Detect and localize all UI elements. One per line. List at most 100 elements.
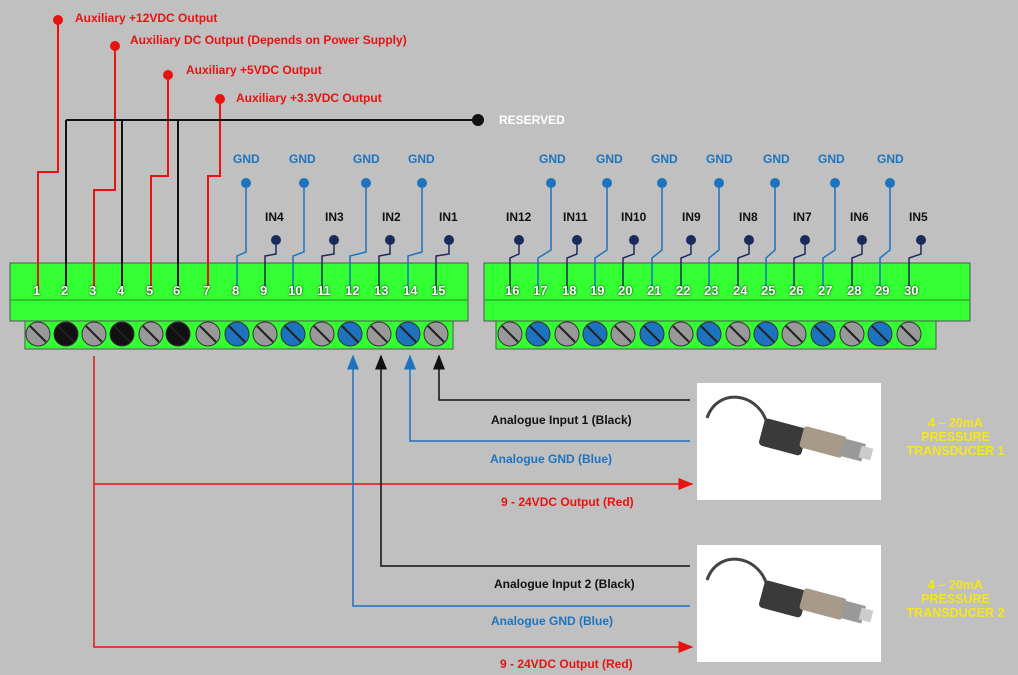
input-terminal-dot — [385, 235, 395, 245]
input-terminal-dot — [686, 235, 696, 245]
input-label-in4: IN4 — [265, 210, 284, 224]
input-label-in5: IN5 — [909, 210, 928, 224]
terminal-screw-6 — [165, 321, 191, 347]
aux-dc-label: Auxiliary DC Output (Depends on Power Su… — [130, 33, 407, 47]
analogue-input-1-label: Analogue Input 1 (Black) — [491, 413, 632, 427]
pin-number-2: 2 — [61, 283, 69, 298]
wire-sensor1-gnd — [404, 354, 690, 442]
pin-number-25: 25 — [761, 283, 776, 298]
input-label-in2: IN2 — [382, 210, 401, 224]
gnd-label: GND — [818, 152, 845, 166]
gnd-terminal-dot — [417, 178, 427, 188]
terminal-screw-19 — [582, 321, 608, 347]
pin-number-13: 13 — [374, 283, 389, 298]
power-output-2-label: 9 - 24VDC Output (Red) — [500, 657, 633, 671]
input-terminal-dot — [629, 235, 639, 245]
input-terminal-dot — [271, 235, 281, 245]
terminal-screw-17 — [525, 321, 551, 347]
terminal-screw-9 — [252, 321, 278, 347]
analogue-input-2-label: Analogue Input 2 (Black) — [494, 577, 635, 591]
wire-input-left-2 — [321, 240, 335, 290]
gnd-terminal-dot — [714, 178, 724, 188]
wire-input-right-4 — [680, 240, 692, 290]
wire-aux-5v — [150, 75, 169, 290]
transducer-2-title-line3: TRANSDUCER 2 — [906, 606, 1005, 620]
pin-number-7: 7 — [203, 283, 211, 298]
terminal-screw-5 — [138, 321, 164, 347]
input-terminal-dot — [444, 235, 454, 245]
wire-gnd-left-3 — [349, 183, 367, 290]
reserved-terminal-dot — [472, 114, 484, 126]
terminal-screw-21 — [639, 321, 665, 347]
terminal-screw-4 — [109, 321, 135, 347]
gnd-label: GND — [596, 152, 623, 166]
pin-number-3: 3 — [89, 283, 97, 298]
transducer-1-title: 4 – 20mA PRESSURE TRANSDUCER 1 — [893, 416, 1018, 458]
input-terminal-dot — [572, 235, 582, 245]
terminal-screw-13 — [366, 321, 392, 347]
terminal-block-right-body — [483, 262, 971, 322]
gnd-label: GND — [408, 152, 435, 166]
terminal-screw-26 — [781, 321, 807, 347]
pin-number-24: 24 — [733, 283, 748, 298]
wire-gnd-left-2 — [292, 183, 305, 290]
pin-number-22: 22 — [676, 283, 691, 298]
input-label-in7: IN7 — [793, 210, 812, 224]
terminal-screw-3 — [81, 321, 107, 347]
aux-5v-terminal-dot — [163, 70, 173, 80]
terminal-screw-28 — [839, 321, 865, 347]
terminal-screw-24 — [725, 321, 751, 347]
terminal-screw-15 — [423, 321, 449, 347]
wire-gnd-left-1 — [236, 183, 247, 290]
transducer-2-title-line2: PRESSURE — [921, 592, 990, 606]
pin-number-5: 5 — [146, 283, 154, 298]
aux-5v-label: Auxiliary +5VDC Output — [186, 63, 322, 77]
wire-aux-dc — [93, 46, 116, 290]
gnd-label: GND — [353, 152, 380, 166]
transducer-1-title-line3: TRANSDUCER 1 — [906, 444, 1005, 458]
gnd-terminal-dot — [885, 178, 895, 188]
pin-number-30: 30 — [904, 283, 919, 298]
wire-gnd-right-7 — [879, 183, 891, 290]
wire-gnd-right-5 — [765, 183, 776, 290]
terminal-screw-20 — [610, 321, 636, 347]
gnd-terminal-dot — [602, 178, 612, 188]
reserved-label: RESERVED — [499, 113, 565, 127]
pin-number-8: 8 — [232, 283, 240, 298]
input-terminal-dot — [329, 235, 339, 245]
pin-number-10: 10 — [288, 283, 303, 298]
pin-number-29: 29 — [875, 283, 890, 298]
input-terminal-dot — [744, 235, 754, 245]
transducer-2-title-line1: 4 – 20mA — [928, 578, 983, 592]
wire-input-right-5 — [737, 240, 750, 290]
transducer-icon — [705, 557, 874, 624]
pin-number-4: 4 — [117, 283, 125, 298]
pin-number-15: 15 — [431, 283, 446, 298]
terminal-screw-22 — [668, 321, 694, 347]
pin-number-20: 20 — [618, 283, 633, 298]
wire-input-right-6 — [793, 240, 806, 290]
input-label-in6: IN6 — [850, 210, 869, 224]
gnd-label: GND — [539, 152, 566, 166]
wire-gnd-right-2 — [594, 183, 608, 290]
gnd-label: GND — [706, 152, 733, 166]
wire-input-left-3 — [378, 240, 391, 290]
pin-number-21: 21 — [647, 283, 662, 298]
pin-number-26: 26 — [789, 283, 804, 298]
terminal-screw-10 — [280, 321, 306, 347]
gnd-label: GND — [651, 152, 678, 166]
wire-gnd-left-4 — [407, 183, 423, 290]
terminal-screw-12 — [337, 321, 363, 347]
gnd-label: GND — [877, 152, 904, 166]
terminal-screw-16 — [497, 321, 523, 347]
transducer-1-title-line1: 4 – 20mA — [928, 416, 983, 430]
wire-gnd-right-4 — [708, 183, 720, 290]
input-label-in12: IN12 — [506, 210, 532, 224]
terminal-screw-25 — [753, 321, 779, 347]
analogue-gnd-1-label: Analogue GND (Blue) — [490, 452, 612, 466]
input-label-in1: IN1 — [439, 210, 458, 224]
transducer-2-title: 4 – 20mA PRESSURE TRANSDUCER 2 — [893, 578, 1018, 620]
input-label-in3: IN3 — [325, 210, 344, 224]
terminal-screw-29 — [867, 321, 893, 347]
